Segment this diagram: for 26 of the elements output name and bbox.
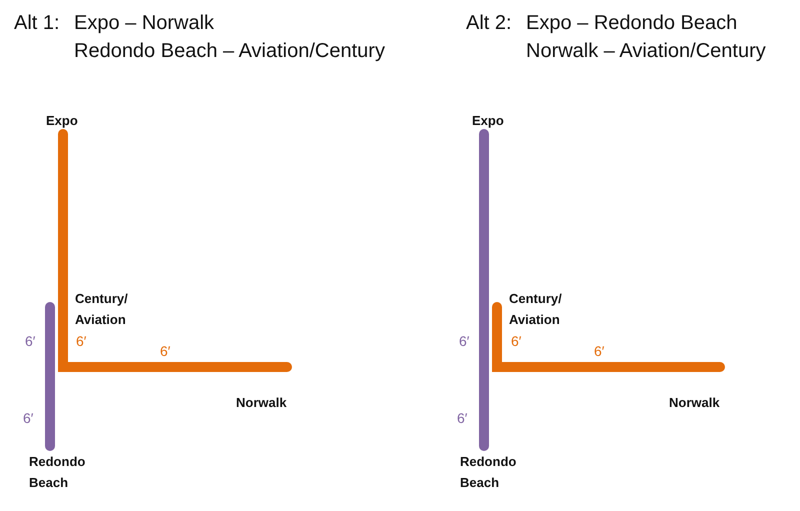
transit-line bbox=[479, 129, 489, 451]
headway-label: 6′ bbox=[594, 343, 604, 359]
transit-line bbox=[492, 302, 725, 372]
transit-line bbox=[58, 129, 292, 372]
alternative-title: Alt 1: bbox=[14, 12, 60, 35]
headway-label: 6′ bbox=[459, 333, 470, 349]
station-label: Century/ Aviation bbox=[75, 288, 137, 328]
station-label: Expo bbox=[46, 110, 84, 128]
headway-label: 6′ bbox=[25, 333, 36, 349]
station-label: Expo bbox=[472, 110, 510, 128]
headway-label: 6′ bbox=[457, 410, 468, 426]
station-label: Century/ Aviation bbox=[509, 288, 571, 328]
transit-line bbox=[45, 302, 55, 451]
station-label: Redondo Beach bbox=[460, 451, 524, 493]
headway-label: 6′ bbox=[160, 343, 170, 359]
alternative-title: Expo – Norwalk bbox=[74, 12, 214, 35]
alternative-title: Redondo Beach – Aviation/Century bbox=[74, 40, 385, 63]
headway-label: 6′ bbox=[511, 333, 522, 349]
station-label: Norwalk bbox=[669, 372, 729, 412]
alternative-title: Alt 2: bbox=[466, 12, 512, 35]
station-label: Redondo Beach bbox=[29, 451, 93, 493]
headway-label: 6′ bbox=[76, 333, 86, 349]
station-label: Norwalk bbox=[236, 372, 296, 412]
alternative-title: Norwalk – Aviation/Century bbox=[526, 40, 766, 63]
headway-label: 6′ bbox=[23, 410, 34, 426]
alternative-title: Expo – Redondo Beach bbox=[526, 12, 738, 35]
